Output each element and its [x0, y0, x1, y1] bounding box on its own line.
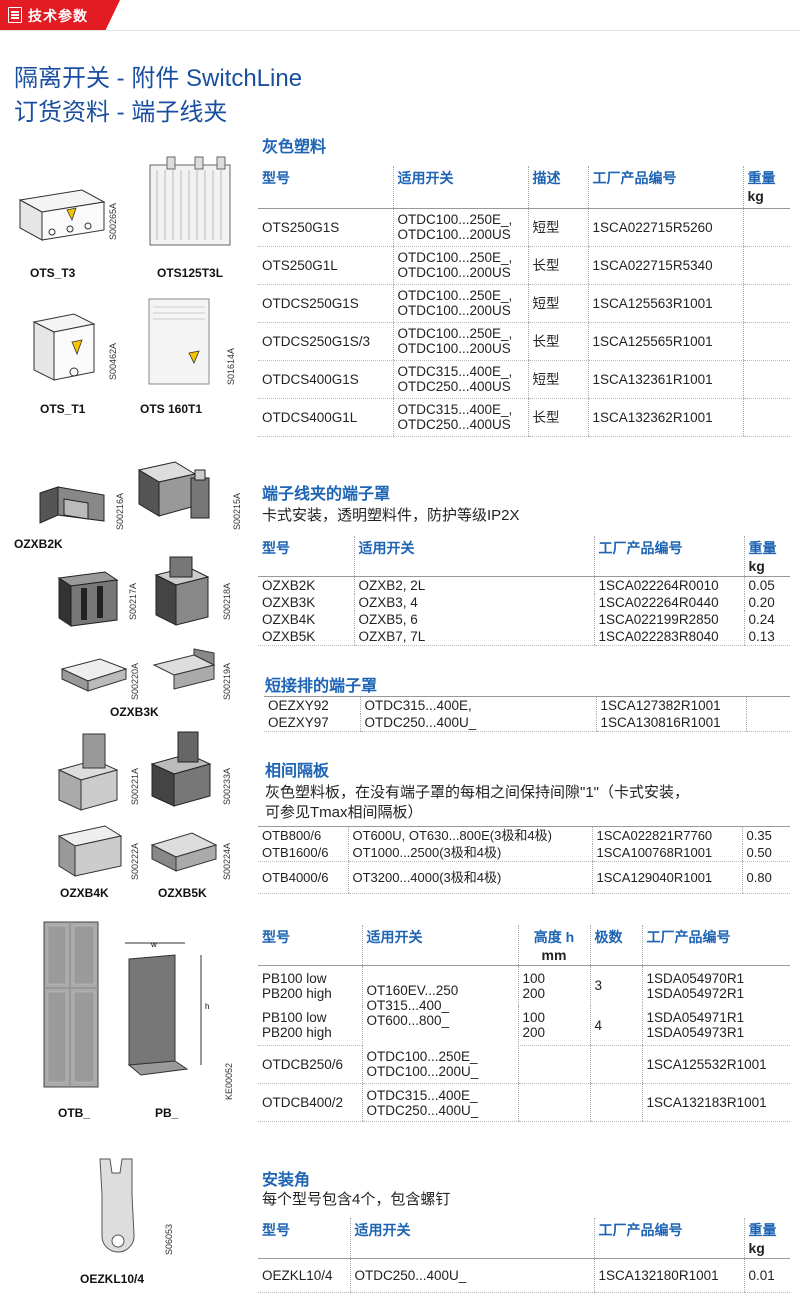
- s00220a-code: S00220A: [130, 662, 140, 700]
- section-busbar-cover-title: 短接排的端子罩: [265, 678, 378, 695]
- section-mounting-angle-note: 每个型号包含4个，包含螺钉: [262, 1191, 451, 1208]
- ozxb4k-label: OZXB4K: [60, 886, 109, 900]
- s00222a-image: [57, 825, 123, 877]
- otb-image: [43, 921, 99, 1088]
- s00217a-code: S00217A: [128, 582, 138, 620]
- s00215a-image: [137, 461, 210, 519]
- otb-label: OTB_: [58, 1106, 91, 1120]
- ots125t3l-label: OTS125T3L: [157, 266, 224, 280]
- header-tab-label: 技术参数: [28, 8, 88, 24]
- ozxb2k-image: [39, 486, 105, 524]
- ke00052-code: KE00052: [224, 1062, 234, 1100]
- ots-t3-image: [18, 189, 106, 241]
- s00224a-image: [150, 832, 218, 872]
- svg-text:h: h: [205, 1002, 209, 1011]
- pb-label: PB_: [155, 1106, 179, 1120]
- ots-t1-image: [32, 313, 96, 381]
- ots-t3-label: OTS_T3: [30, 266, 76, 280]
- s00233a-code: S00233A: [222, 767, 232, 805]
- header-bar: 技术参数: [0, 0, 800, 31]
- s00219a-image: [152, 648, 216, 690]
- s00215a-code: S00215A: [232, 492, 242, 530]
- page-title: 隔离开关 - 附件 SwitchLine: [14, 65, 303, 92]
- ozxb3k-label: OZXB3K: [110, 705, 159, 719]
- section-gray-plastic-title: 灰色塑料: [262, 139, 327, 156]
- table-row: OTDCS250G1S/3 OTDC100...250E_,OTDC100...…: [258, 322, 790, 361]
- s00222a-code: S00222A: [130, 842, 140, 880]
- col-model: 型号: [258, 166, 393, 209]
- s06053-code: S06053: [164, 1223, 174, 1255]
- s00218a-code: S00218A: [222, 582, 232, 620]
- s00233a-image: [150, 731, 212, 807]
- ots-t1-code: S00462A: [108, 342, 118, 380]
- ots160t1-label: OTS 160T1: [140, 402, 203, 416]
- oezkl-label: OEZKL10/4: [80, 1272, 145, 1286]
- s00217a-image: [57, 571, 119, 627]
- s00216a-code: S00216A: [115, 492, 125, 530]
- ots160t1-image: [148, 298, 210, 385]
- section-terminal-cover-title: 端子线夹的端子罩: [262, 486, 391, 503]
- ots160t1-code: S01614A: [226, 347, 236, 385]
- col-switch: 适用开关: [392, 166, 528, 209]
- table-row: OTDCB400/2 OTDC315...400E_OTDC250...400U…: [258, 1083, 790, 1122]
- header-tab: 技术参数: [0, 0, 120, 30]
- ots-t3-code: S00265A: [108, 202, 118, 240]
- section-phase-barrier-title: 相间隔板: [265, 763, 330, 780]
- svg-text:w: w: [150, 940, 157, 949]
- s00220a-image: [60, 658, 128, 692]
- ots125t3l-image: [149, 156, 231, 246]
- ots-t1-label: OTS_T1: [40, 402, 86, 416]
- section-mounting-angle-title: 安装角: [262, 1172, 311, 1189]
- section-phase-barrier-note-2: 可参见Tmax相间隔板）: [265, 804, 423, 821]
- pb-image: w h: [125, 940, 209, 1076]
- table-row: OTDCS400G1S OTDC315...400E_,OTDC250...40…: [258, 360, 790, 399]
- section-terminal-cover-note: 卡式安装，透明塑料件，防护等级IP2X: [262, 507, 520, 524]
- document-icon: [8, 7, 22, 23]
- table-row: OTS250G1S OTDC100...250E_,OTDC100...200U…: [258, 208, 790, 247]
- oezkl-image: [99, 1158, 135, 1253]
- col-code: 工厂产品编号: [587, 166, 743, 209]
- ozxb5k-label: OZXB5K: [158, 886, 207, 900]
- s00221a-image: [57, 733, 119, 811]
- table-row: OTDCS400G1L OTDC315...400E_,OTDC250...40…: [258, 398, 790, 437]
- page-subtitle: 订货资料 - 端子线夹: [14, 99, 228, 126]
- s00221a-code: S00221A: [130, 767, 140, 805]
- table-row: OTDCS250G1S OTDC100...250E_,OTDC100...20…: [258, 284, 790, 323]
- s00218a-image: [154, 556, 210, 626]
- table-row: OTDCB250/6 OTDC100...250E_OTDC100...200U…: [258, 1045, 790, 1084]
- s00219a-code: S00219A: [222, 662, 232, 700]
- col-desc: 描述: [527, 166, 588, 209]
- ozxb2k-label: OZXB2K: [14, 537, 63, 551]
- s00224a-code: S00224A: [222, 842, 232, 880]
- table-row: OTS250G1L OTDC100...250E_,OTDC100...200U…: [258, 246, 790, 285]
- section-phase-barrier-note-1: 灰色塑料板，在没有端子罩的每相之间保持间隙"1"（卡式安装，: [265, 784, 689, 801]
